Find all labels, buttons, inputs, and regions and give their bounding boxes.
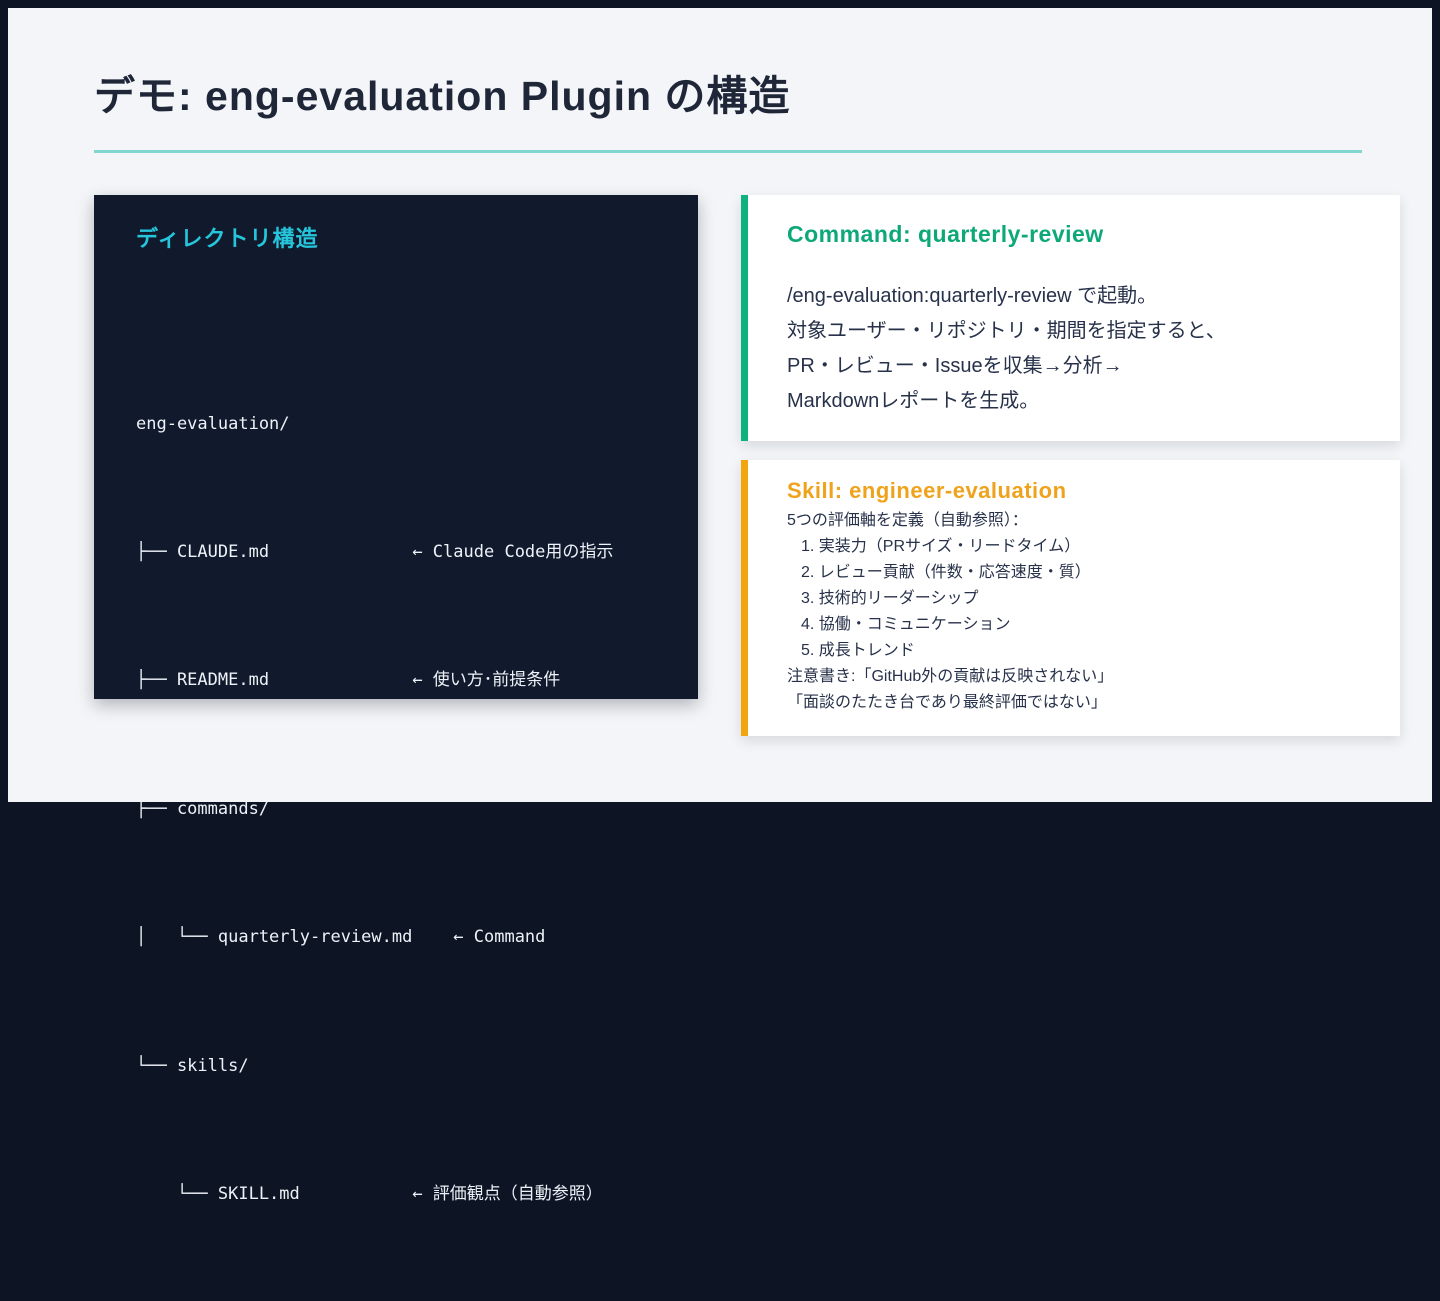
skill-note: 注意書き:「GitHub外の貢献は反映されない」 [787, 668, 1114, 685]
skill-intro: 5つの評価軸を定義（自動参照）： [787, 512, 1028, 529]
command-line: /eng-evaluation:quarterly-review で起動。 [787, 285, 1158, 307]
tree-line: eng-evaluation/ [136, 413, 290, 434]
skill-item: 5. 成長トレンド [801, 642, 915, 659]
skill-item: 2. レビュー貢献（件数・応答速度・質） [801, 564, 1091, 581]
command-card-heading: Command: quarterly-review [787, 221, 1104, 247]
skill-item: 3. 技術的リーダーシップ [801, 590, 979, 607]
skill-items: 1. 実装力（PRサイズ・リードタイム） 2. レビュー貢献（件数・応答速度・質… [787, 534, 1113, 664]
directory-panel-heading: ディレクトリ構造 [136, 226, 319, 251]
directory-tree: eng-evaluation/ ├── CLAUDE.md ← Claude C… [136, 317, 613, 1301]
skill-card-heading: Skill: engineer-evaluation [787, 478, 1067, 503]
skill-card-body: 5つの評価軸を定義（自動参照）： 1. 実装力（PRサイズ・リードタイム） 2.… [787, 508, 1113, 716]
skill-note: 「面談のたたき台であり最終評価ではない」 [787, 694, 1107, 711]
tree-line: ├── CLAUDE.md ← Claude Code用の指示 [136, 541, 614, 562]
slide: デモ: eng-evaluation Plugin の構造 ディレクトリ構造 e… [8, 8, 1432, 1204]
command-card: Command: quarterly-review /eng-evaluatio… [741, 195, 1400, 441]
tree-line: └── SKILL.md ← 評価観点（自動参照） [136, 1183, 603, 1204]
command-line: PR・レビュー・Issueを収集→分析→ [787, 355, 1123, 377]
tree-line: ├── commands/ [136, 798, 270, 819]
skill-item: 1. 実装力（PRサイズ・リードタイム） [801, 538, 1081, 555]
skill-item: 4. 協働・コミュニケーション [801, 616, 1011, 633]
command-card-body: /eng-evaluation:quarterly-review で起動。 対象… [787, 279, 1226, 419]
tree-line: └── skills/ [136, 1055, 249, 1076]
skill-card: Skill: engineer-evaluation 5つの評価軸を定義（自動参… [741, 460, 1400, 736]
title-divider [94, 150, 1362, 153]
command-line: Markdownレポートを生成。 [787, 390, 1040, 412]
directory-panel: ディレクトリ構造 eng-evaluation/ ├── CLAUDE.md ←… [94, 195, 698, 1204]
tree-line: │ └── quarterly-review.md ← Command [136, 927, 546, 948]
command-line: 対象ユーザー・リポジトリ・期間を指定すると、 [787, 320, 1226, 342]
page-title: デモ: eng-evaluation Plugin の構造 [94, 73, 791, 119]
tree-line: ├── README.md ← 使い方･前提条件 [136, 670, 561, 691]
